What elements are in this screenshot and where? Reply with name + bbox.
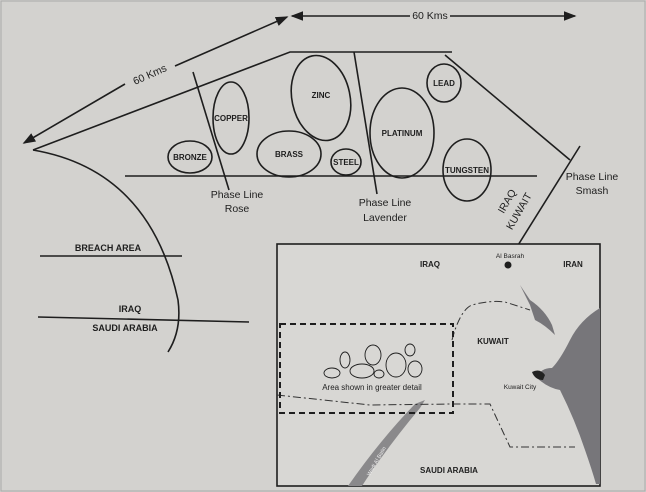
objective-label: BRASS <box>275 150 304 159</box>
al-basrah-label: Al Basrah <box>496 253 525 260</box>
phase-line-rose-label: Rose <box>225 203 250 215</box>
phase-line-lavender <box>353 51 378 195</box>
objective-copper: COPPER <box>212 81 250 155</box>
objective-label: STEEL <box>333 158 359 167</box>
phase-line-smash-label: Smash <box>576 185 609 197</box>
objective-label: PLATINUM <box>382 129 423 138</box>
objective-label: COPPER <box>214 114 248 123</box>
scale-diagonal: 60 Kms <box>22 16 289 144</box>
objective-brass: BRASS <box>256 130 322 178</box>
phase-line-lavender-label: Phase Line <box>359 197 412 209</box>
objective-bronze: BRONZE <box>167 140 213 174</box>
kuwait-iraq-border <box>451 300 531 341</box>
iraq-saudi-border <box>37 316 250 323</box>
breach-arc <box>32 149 180 353</box>
inset-saudi-label: SAUDI ARABIA <box>420 466 478 475</box>
objective-label: TUNGSTEN <box>445 166 489 175</box>
zone-north-boundary <box>32 51 452 151</box>
objective-label: LEAD <box>433 79 455 88</box>
persian-gulf <box>537 308 600 484</box>
objective-steel: STEEL <box>330 148 362 176</box>
objective-lead: LEAD <box>426 63 462 103</box>
al-basrah-dot <box>504 261 512 269</box>
shatt-al-arab <box>520 285 555 335</box>
breach-area-label: BREACH AREA <box>75 243 142 253</box>
objective-tungsten: TUNGSTEN <box>442 138 492 202</box>
phase-line-rose <box>192 71 230 191</box>
inset-map: IRAQ IRAN Al Basrah KUWAIT Kuwait City S… <box>276 243 601 487</box>
inset-iran-label: IRAN <box>563 260 583 269</box>
objective-label: BRONZE <box>173 153 207 162</box>
saudi-label: SAUDI ARABIA <box>92 323 158 333</box>
scale-diagonal-label: 60 Kms <box>131 62 168 87</box>
inset-kuwait-label: KUWAIT <box>477 337 509 346</box>
zone-east-boundary <box>444 54 571 161</box>
phase-line-rose-label: Phase Line <box>211 189 264 201</box>
iraq-label: IRAQ <box>119 304 142 314</box>
objective-platinum: PLATINUM <box>369 87 435 179</box>
kuwait-city-area <box>532 370 545 380</box>
detail-note: Area shown in greater detail <box>322 383 422 392</box>
inset-iraq-label: IRAQ <box>420 260 440 269</box>
kuwait-city-label: Kuwait City <box>504 384 537 391</box>
wadi-al-batin <box>348 400 425 486</box>
phase-line-lavender-label: Lavender <box>363 212 407 224</box>
mini-objectives <box>323 343 423 379</box>
phase-line-smash-label: Phase Line <box>566 171 619 183</box>
iraq-kuwait-border <box>509 145 581 259</box>
objective-zinc: ZINC <box>290 54 352 142</box>
objective-label: ZINC <box>312 91 331 100</box>
scale-top: 60 Kms <box>290 10 577 22</box>
saudi-border <box>276 394 575 448</box>
scale-top-label: 60 Kms <box>412 10 448 22</box>
